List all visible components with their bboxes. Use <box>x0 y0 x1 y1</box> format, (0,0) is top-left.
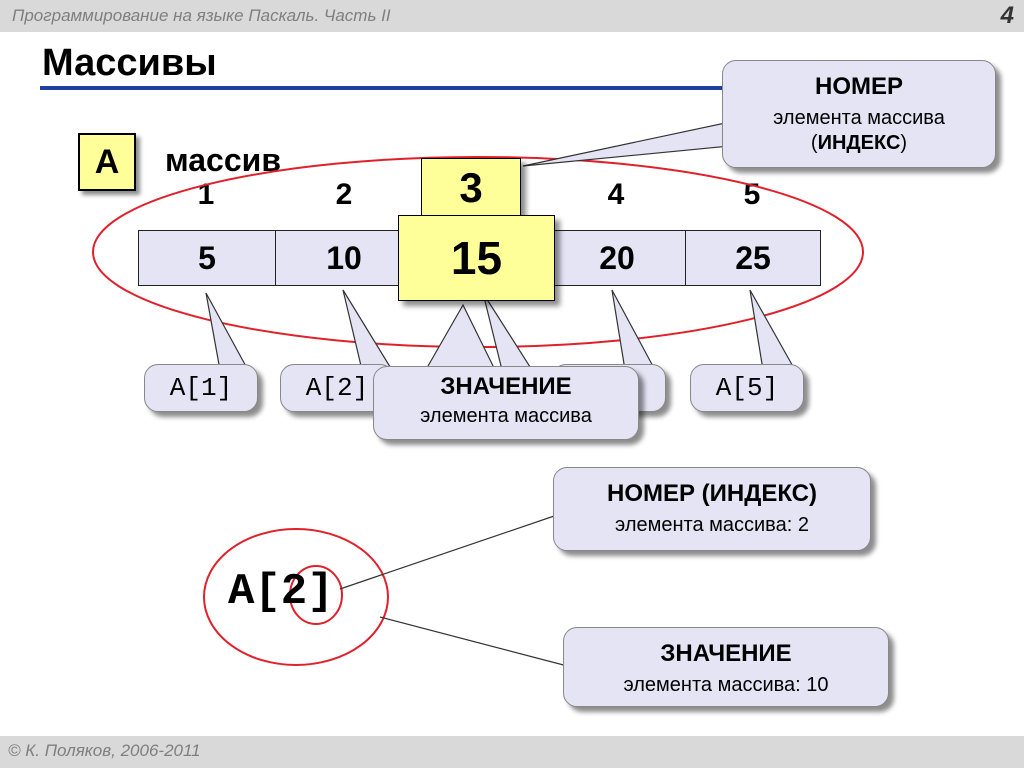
value-callout: ЗНАЧЕНИЕ элемента массива <box>373 366 639 440</box>
callout-text-index: (ИНДЕКС) <box>723 132 995 155</box>
index-callout: НОМЕР элемента массива (ИНДЕКС) <box>722 60 996 168</box>
array-cell: 25 <box>685 230 821 286</box>
array-name-box: A <box>78 133 136 191</box>
paren-close: ) <box>900 132 908 154</box>
array-cell: 5 <box>138 230 276 286</box>
title-underline <box>40 86 780 90</box>
callout-text: элемента массива <box>420 405 592 427</box>
callout-text: элемента массива <box>773 107 945 129</box>
value-bottom-callout: ЗНАЧЕНИЕ элемента массива: 10 <box>563 627 889 707</box>
example-ellipse <box>203 528 389 666</box>
pointer-a1 <box>205 292 250 371</box>
callout-title: НОМЕР <box>814 73 903 100</box>
slide-title: Массивы <box>42 42 217 84</box>
array-cell: 20 <box>548 230 686 286</box>
highlighted-index: 3 <box>421 158 521 218</box>
index-label: 4 <box>607 178 625 211</box>
element-label: A[1] <box>144 364 258 412</box>
callout-title: ЗНАЧЕНИЕ <box>440 373 572 400</box>
array-cell: 10 <box>275 230 413 286</box>
header-bar <box>0 0 1024 32</box>
element-label: A[5] <box>690 364 804 412</box>
example-expression: A[2] <box>228 567 334 617</box>
pointer-a3 <box>482 292 534 371</box>
paren-open: ( <box>810 132 818 154</box>
highlighted-value: 15 <box>398 215 555 301</box>
page-number: 4 <box>1000 2 1014 29</box>
pointer-a2 <box>342 289 394 371</box>
index-ellipse <box>289 565 343 625</box>
callout-text: элемента массива: 10 <box>623 674 829 696</box>
course-title: Программирование на языке Паскаль. Часть… <box>12 6 391 25</box>
callout-title: НОМЕР (ИНДЕКС) <box>606 480 817 507</box>
pointer-a4 <box>611 289 657 371</box>
footer-bar <box>0 736 1024 768</box>
pointer-a5 <box>749 289 797 371</box>
copyright: © К. Поляков, 2006-2011 <box>8 741 201 760</box>
index-bottom-callout: НОМЕР (ИНДЕКС) элемента массива: 2 <box>553 467 871 551</box>
array-label: массив <box>165 142 281 178</box>
pointer-index-bottom <box>339 513 561 590</box>
pointer-value-bottom <box>379 616 576 669</box>
pointer-index-top <box>522 121 731 167</box>
callout-title: ЗНАЧЕНИЕ <box>660 640 792 667</box>
index-word: ИНДЕКС <box>817 132 901 154</box>
index-label: 2 <box>335 178 353 211</box>
callout-text: элемента массива: 2 <box>615 514 809 536</box>
